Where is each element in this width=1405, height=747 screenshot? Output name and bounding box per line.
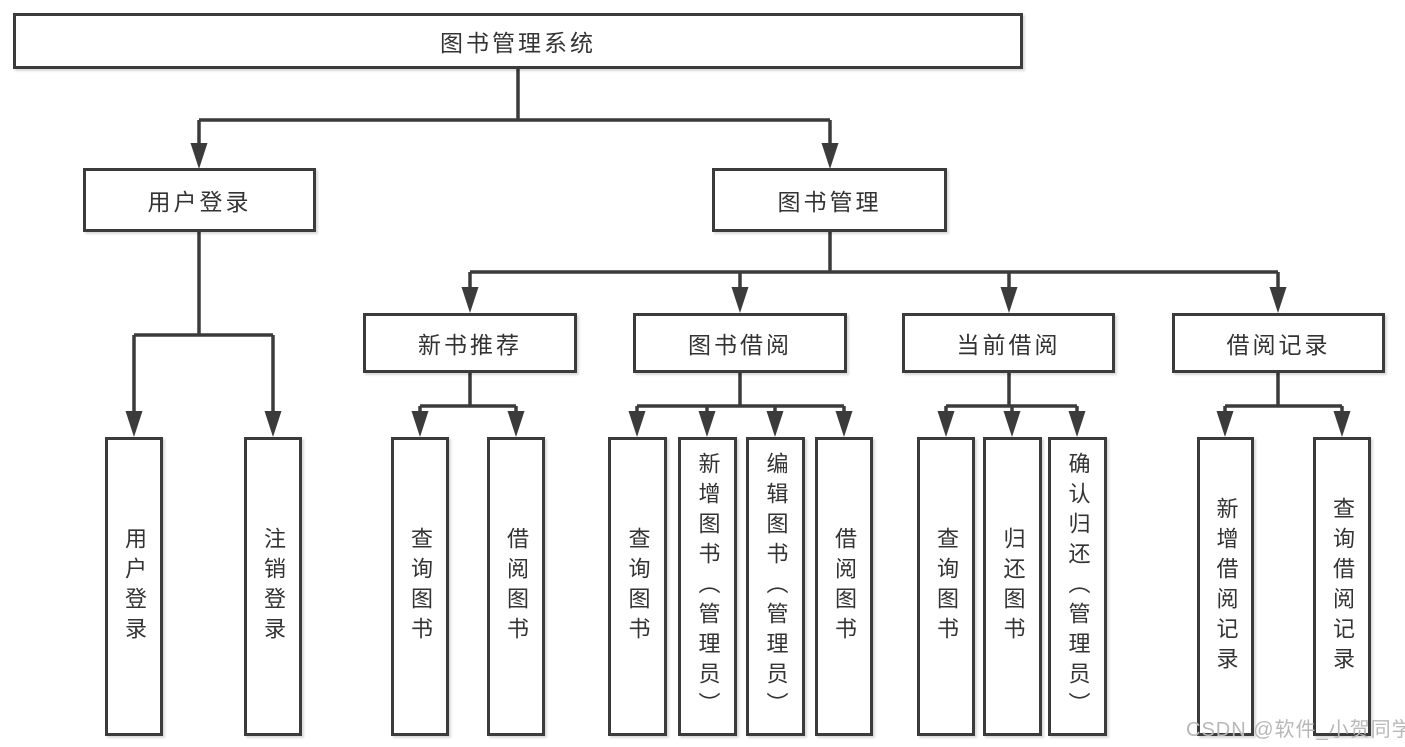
csdn-watermark: CSDN @软件_小贺同学 bbox=[1186, 719, 1405, 741]
leaf-return-books: 归还图书 bbox=[983, 437, 1042, 736]
node-book-management: 图书管理 bbox=[712, 168, 947, 232]
leaf-borrow-books: 借阅图书 bbox=[487, 437, 545, 736]
leaf-add-borrow-record: 新增借阅记录 bbox=[1197, 437, 1254, 736]
node-borrowing-records: 借阅记录 bbox=[1172, 313, 1385, 373]
node-book-borrowing: 图书借阅 bbox=[633, 313, 847, 373]
leaf-edit-book-admin: 编辑图书（管理员） bbox=[746, 437, 805, 736]
leaf-query-books: 查询图书 bbox=[391, 437, 449, 736]
leaf-confirm-return-admin: 确认归还（管理员） bbox=[1048, 437, 1107, 736]
leaf-query-books: 查询图书 bbox=[917, 437, 975, 736]
leaf-borrow-books: 借阅图书 bbox=[815, 437, 873, 736]
leaf-add-book-admin: 新增图书（管理员） bbox=[678, 437, 737, 736]
node-new-book-recommendation: 新书推荐 bbox=[363, 313, 577, 373]
node-library-system: 图书管理系统 bbox=[13, 13, 1023, 69]
leaf-user-login: 用户登录 bbox=[105, 437, 163, 736]
leaf-query-books: 查询图书 bbox=[608, 437, 667, 736]
leaf-query-borrow-record: 查询借阅记录 bbox=[1313, 437, 1371, 736]
leaf-logout: 注销登录 bbox=[244, 437, 302, 736]
node-user-login: 用户登录 bbox=[83, 168, 316, 232]
node-current-borrowing: 当前借阅 bbox=[902, 313, 1115, 373]
